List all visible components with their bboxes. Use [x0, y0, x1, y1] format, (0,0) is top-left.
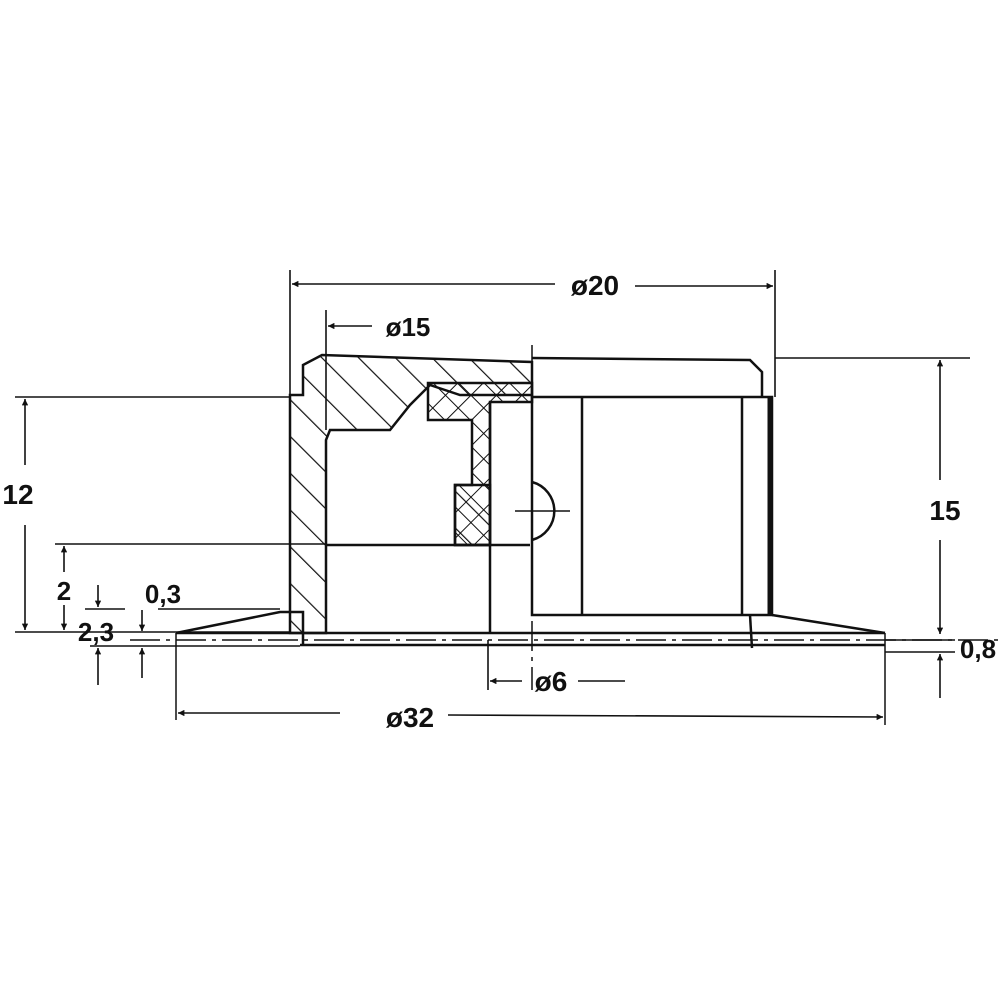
label-outer-diameter: ø20: [571, 270, 619, 301]
label-base-lip: 0,8: [960, 634, 996, 664]
label-shaft-diameter: ø6: [535, 666, 568, 697]
label-step-small: 0,3: [145, 579, 181, 609]
label-total-height: 15: [929, 495, 960, 526]
label-base-diameter: ø32: [386, 702, 434, 733]
knob-body: [130, 345, 1000, 725]
dimension-lines: [15, 270, 970, 721]
dimension-labels: ø20 ø15 12 2 0,3 2,3 15 0,8 ø6 ø32: [2, 270, 996, 733]
label-body-height: 12: [2, 479, 33, 510]
label-base-thickness: 2,3: [78, 617, 114, 647]
label-inner-diameter: ø15: [386, 312, 431, 342]
label-skirt-height: 2: [57, 576, 71, 606]
